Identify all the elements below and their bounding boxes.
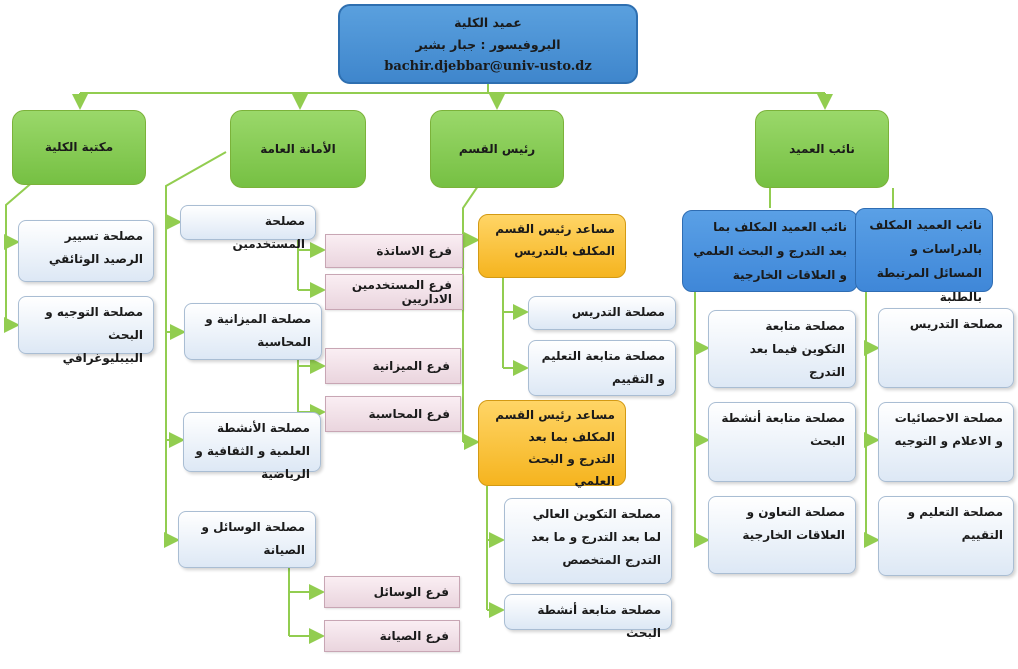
assistant-postgrad: مساعد رئيس القسم المكلف بما بعد التدرج و… xyxy=(478,400,626,488)
service-postgrad-followup-label: مصلحة متابعة التكوين فيما بعد التدرج xyxy=(749,319,845,379)
service-dept-teaching-label: مصلحة التدريس xyxy=(571,305,665,319)
service-orientation-label: مصلحة التوجيه و البحث البيبليوغرافي xyxy=(45,305,143,365)
branch-budget: فرع الميزانية xyxy=(325,348,461,384)
dean-title: عميد الكلية xyxy=(454,15,522,30)
dept-head-unit: رئيس القسم xyxy=(430,110,564,188)
service-cooperation: مصلحة التعاون و العلاقات الخارجية xyxy=(708,496,856,574)
branch-teachers: فرع الاساتذة xyxy=(325,234,463,268)
service-statistics: مصلحة الاحصائيات و الاعلام و التوجيه xyxy=(878,402,1014,482)
service-vd-teaching: مصلحة التدريس xyxy=(878,308,1014,388)
branch-maintenance: فرع الصيانة xyxy=(324,620,460,652)
branch-accounting-label: فرع المحاسبة xyxy=(368,406,451,421)
service-teaching-followup-label: مصلحة متابعة التعليم و التقييم xyxy=(541,349,665,386)
secretariat-unit-label: الأمانة العامة xyxy=(260,141,336,156)
vice-dean-postgrad: نائب العميد المكلف بما بعد التدرج و البح… xyxy=(682,210,858,292)
service-evaluation: مصلحة التعليم و التقييم xyxy=(878,496,1014,576)
dept-head-unit-label: رئيس القسم xyxy=(458,141,536,156)
branch-admin-staff-label: فرع المستخدمين الاداريين xyxy=(351,277,452,306)
service-documentary-fund-label: مصلحة تسيير الرصيد الوثائقي xyxy=(48,229,143,266)
service-maintenance: مصلحة الوسائل و الصيانة xyxy=(178,511,316,568)
secretariat-unit: الأمانة العامة xyxy=(230,110,366,188)
service-staff: مصلحة المستخدمين xyxy=(180,205,316,251)
branch-teachers-label: فرع الاساتذة xyxy=(376,243,452,258)
service-statistics-label: مصلحة الاحصائيات و الاعلام و التوجيه xyxy=(894,411,1003,448)
vice-dean-unit-label: نائب العميد xyxy=(789,141,855,156)
service-activities-label: مصلحة الأنشطة العلمية و الثقافية و الريا… xyxy=(195,421,310,481)
assistant-teaching: مساعد رئيس القسم المكلف بالتدريس xyxy=(478,214,626,278)
service-maintenance-label: مصلحة الوسائل و الصيانة xyxy=(201,520,305,557)
service-orientation: مصلحة التوجيه و البحث البيبليوغرافي xyxy=(18,296,154,365)
service-research-activities-label: مصلحة متابعة أنشطة البحث xyxy=(721,411,845,448)
dean-name: البروفيسور : جبار بشير xyxy=(415,37,561,52)
service-postgrad-training: مصلحة التكوين العالي لما بعد التدرج و ما… xyxy=(504,498,672,584)
vice-dean-studies-label: نائب العميد المكلف بالدراسات و المسائل ا… xyxy=(869,218,982,304)
service-budget-label: مصلحة الميزانية و المحاسبة xyxy=(205,312,311,349)
service-teaching-followup: مصلحة متابعة التعليم و التقييم xyxy=(528,340,676,396)
branch-accounting: فرع المحاسبة xyxy=(325,396,461,432)
service-vd-teaching-label: مصلحة التدريس xyxy=(909,317,1003,331)
service-evaluation-label: مصلحة التعليم و التقييم xyxy=(907,505,1003,542)
branch-means-label: فرع الوسائل xyxy=(373,584,449,599)
library-unit: مكتبة الكلية xyxy=(12,110,146,185)
service-documentary-fund: مصلحة تسيير الرصيد الوثائقي xyxy=(18,220,154,282)
dean-email: bachir.djebbar@univ-usto.dz xyxy=(384,59,592,74)
branch-maintenance-label: فرع الصيانة xyxy=(379,628,449,643)
branch-admin-staff: فرع المستخدمين الاداريين xyxy=(325,274,463,310)
library-unit-label: مكتبة الكلية xyxy=(44,140,114,155)
service-dept-research-followup: مصلحة متابعة أنشطة البحث xyxy=(504,594,672,640)
vice-dean-studies: نائب العميد المكلف بالدراسات و المسائل ا… xyxy=(855,208,993,304)
service-research-activities: مصلحة متابعة أنشطة البحث xyxy=(708,402,856,482)
service-staff-label: مصلحة المستخدمين xyxy=(232,214,305,251)
branch-means: فرع الوسائل xyxy=(324,576,460,608)
service-dept-research-followup-label: مصلحة متابعة أنشطة البحث xyxy=(537,603,661,640)
vice-dean-unit: نائب العميد xyxy=(755,110,889,188)
service-dept-teaching: مصلحة التدريس xyxy=(528,296,676,330)
service-budget: مصلحة الميزانية و المحاسبة xyxy=(184,303,322,360)
service-activities: مصلحة الأنشطة العلمية و الثقافية و الريا… xyxy=(183,412,321,481)
service-postgrad-training-label: مصلحة التكوين العالي لما بعد التدرج و ما… xyxy=(531,507,661,567)
branch-budget-label: فرع الميزانية xyxy=(372,358,450,373)
assistant-postgrad-label: مساعد رئيس القسم المكلف بما بعد التدرج و… xyxy=(495,408,615,488)
dean-box: عميد الكلية البروفيسور : جبار بشير bachi… xyxy=(338,4,638,84)
service-cooperation-label: مصلحة التعاون و العلاقات الخارجية xyxy=(742,505,845,542)
service-postgrad-followup: مصلحة متابعة التكوين فيما بعد التدرج xyxy=(708,310,856,388)
vice-dean-postgrad-label: نائب العميد المكلف بما بعد التدرج و البح… xyxy=(693,220,847,282)
assistant-teaching-label: مساعد رئيس القسم المكلف بالتدريس xyxy=(495,222,615,258)
